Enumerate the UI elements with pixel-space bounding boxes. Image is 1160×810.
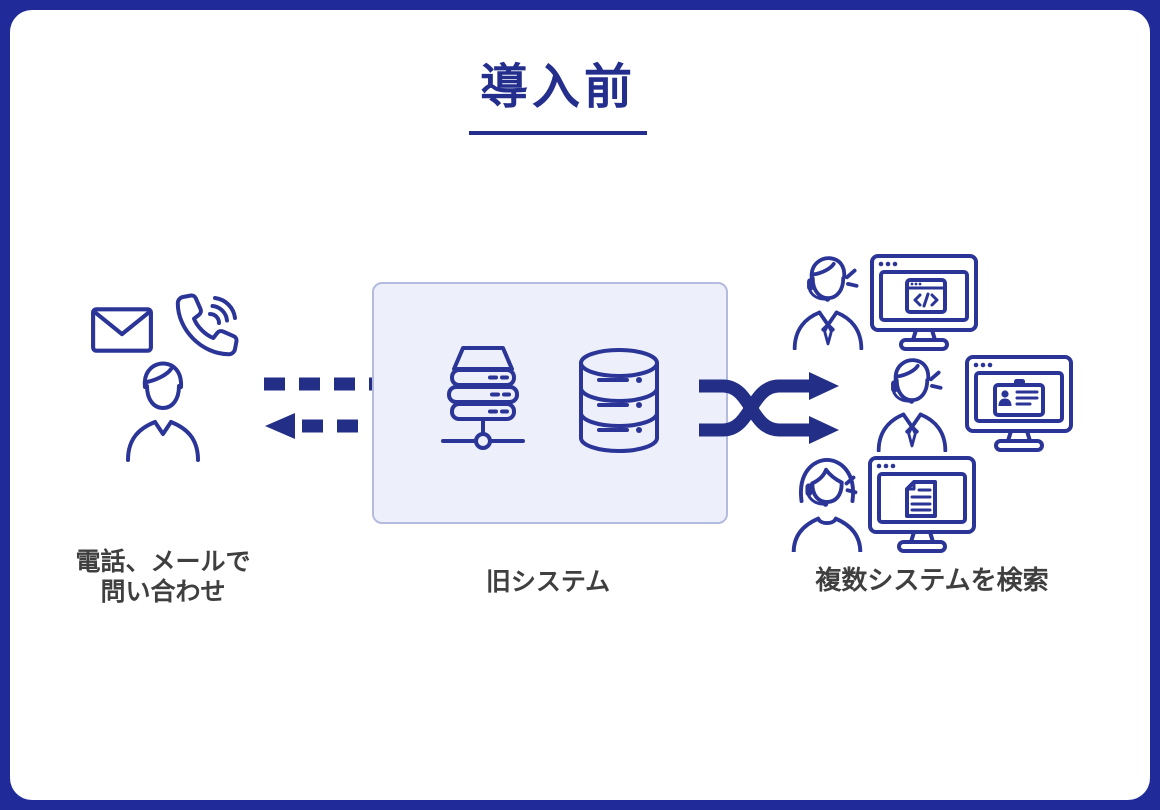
- crossing-arrows-icon: [699, 372, 839, 444]
- monitor-document-icon: [868, 456, 976, 553]
- operator-woman-headset-icon: [791, 457, 863, 552]
- monitor-code-icon: [870, 254, 978, 351]
- left-caption-line1: 電話、メールで: [75, 548, 251, 576]
- title-block: 導入前: [10, 61, 1106, 135]
- old-system-caption: 旧システム: [485, 568, 611, 596]
- operator-man-headset-icon: [876, 358, 948, 452]
- left-caption-line2: 問い合わせ: [100, 578, 226, 606]
- mail-icon: [91, 307, 153, 353]
- database-icon: [579, 348, 659, 453]
- left-caption: 電話、メールで 問い合わせ: [33, 547, 293, 607]
- server-icon: [441, 346, 525, 450]
- title-underline: [469, 130, 647, 135]
- operators-caption: 複数システムを検索: [815, 565, 1049, 595]
- phone-icon: [175, 293, 239, 357]
- page-title: 導入前: [479, 61, 636, 114]
- monitor-idcard-icon: [965, 355, 1073, 452]
- operator-man-headset-icon: [792, 256, 864, 350]
- person-icon: [126, 361, 200, 462]
- dashed-arrow-left-icon: [265, 413, 418, 439]
- diagram-card: 導入前 電話、メールで 問い合わせ: [10, 10, 1150, 800]
- old-system-box: [372, 282, 728, 524]
